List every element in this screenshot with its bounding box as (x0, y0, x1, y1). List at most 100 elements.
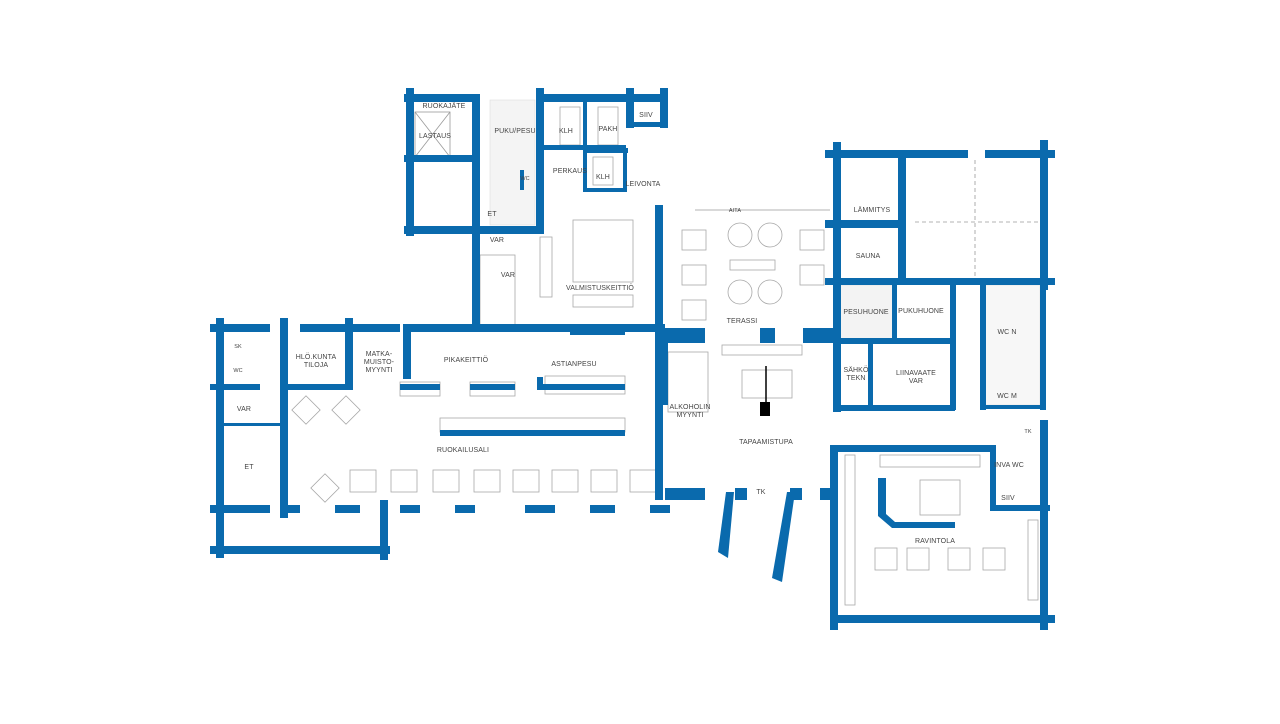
dining-tables-part (291, 395, 321, 425)
dining-tables-part (629, 469, 657, 493)
walls-part (835, 338, 955, 344)
walls-part (405, 324, 665, 332)
label-wc-kitchen: WC (520, 176, 529, 182)
furniture-part (760, 402, 770, 416)
furniture-part (879, 454, 981, 468)
walls-part (537, 377, 543, 390)
walls-part (472, 94, 480, 326)
label-lammitys: LÄMMITYS (854, 206, 891, 214)
walls (210, 88, 1055, 630)
walls-part (830, 445, 995, 452)
restaurant-tables-part (906, 547, 930, 571)
furniture-part (439, 417, 626, 433)
walls-part (718, 492, 734, 558)
walls-part (655, 205, 663, 500)
label-hlokunta-2: TILOJA (304, 362, 329, 369)
label-astianpesu: ASTIANPESU (551, 361, 596, 368)
label-valmistuskeittio: VALMISTUSKEITTIÖ (566, 284, 634, 292)
label-hlokunta-1: HLÖ.KUNTA (296, 353, 337, 361)
walls-part (898, 150, 906, 285)
furniture-part (539, 236, 553, 298)
walls-part (590, 505, 615, 513)
restaurant-tables-part (1027, 519, 1039, 601)
label-et-1: ET (487, 211, 497, 218)
label-var-2: VAR (501, 272, 515, 279)
walls-part (404, 94, 472, 102)
label-tk-1: TK (756, 489, 765, 496)
walls-part (222, 423, 282, 426)
label-pukuhuone: PUKUHUONE (898, 308, 944, 315)
label-sauna: SAUNA (856, 253, 881, 260)
walls-part (985, 150, 1055, 158)
walls-part (404, 226, 540, 234)
walls-part (540, 384, 625, 390)
restaurant-tables-part (947, 547, 971, 571)
walls-part (285, 384, 353, 390)
walls-part (335, 505, 360, 513)
walls-part (280, 318, 288, 518)
terrace-tables-part (799, 229, 825, 251)
label-siiv-2: SIIV (1001, 495, 1015, 502)
label-klh-1: KLH (559, 128, 573, 135)
walls-part (536, 88, 544, 234)
label-pikakeittio: PIKAKEITTIÖ (444, 356, 489, 364)
terrace-tables-part (681, 229, 707, 251)
restaurant-tables-part (874, 547, 898, 571)
label-var-1: VAR (490, 237, 504, 244)
dining-tables-part (349, 469, 377, 493)
walls-part (833, 142, 841, 412)
walls-part (583, 188, 627, 192)
label-klh-2: KLH (596, 174, 610, 181)
dining-tables-part (551, 469, 579, 493)
walls-part (470, 384, 515, 390)
walls-part (216, 318, 224, 558)
walls-part (210, 324, 270, 332)
walls-part (835, 405, 955, 411)
label-alkoholin-1: ALKOHOLIN (670, 404, 711, 411)
walls-part (660, 88, 668, 128)
furniture-part (919, 479, 961, 516)
terrace-tables-part (681, 264, 707, 286)
label-sahko-1: SÄHKÖ (843, 366, 868, 374)
label-ruokailusali: RUOKAILUSALI (437, 447, 489, 454)
dining-tables-part (473, 469, 501, 493)
walls-part (345, 318, 353, 388)
label-puku-pesu: PUKU/PESU (494, 128, 535, 135)
furniture-part (414, 111, 451, 158)
label-wc-m: WC M (997, 393, 1017, 400)
label-var-3: VAR (237, 406, 251, 413)
walls-part (908, 150, 968, 158)
terrace-tables (681, 222, 825, 321)
walls-part (536, 94, 666, 102)
furniture-part (592, 156, 614, 186)
terrace-tables-part (727, 279, 753, 305)
walls-part (400, 384, 440, 390)
walls-part (868, 342, 873, 410)
dining-tables-part (590, 469, 618, 493)
furniture-part (572, 294, 634, 308)
label-matka-3: MYYNTI (365, 367, 392, 374)
label-aita: AITA (729, 208, 741, 214)
label-liinavaate-2: VAR (909, 378, 923, 385)
label-perkaus: PERKAUS (553, 168, 587, 175)
walls-part (735, 488, 747, 500)
walls-part (520, 170, 524, 190)
walls-part (990, 445, 996, 510)
label-sahko-2: TEKN (846, 375, 865, 382)
terrace-tables-part (681, 299, 707, 321)
label-wc-n: WC N (997, 329, 1016, 336)
walls-part (892, 280, 897, 340)
terrace-tables-part (727, 222, 753, 248)
walls-part (1040, 420, 1048, 630)
walls-part (772, 492, 795, 582)
walls-part (980, 280, 986, 410)
walls-part (583, 150, 587, 192)
restaurant-tables (844, 454, 1039, 606)
furniture-part (741, 369, 793, 399)
walls-part (285, 505, 300, 513)
terrace-tables-part (799, 264, 825, 286)
dining-tables-part (310, 473, 340, 503)
walls-part (400, 505, 420, 513)
walls-part (583, 148, 628, 153)
label-wc-left: WC (233, 368, 242, 374)
